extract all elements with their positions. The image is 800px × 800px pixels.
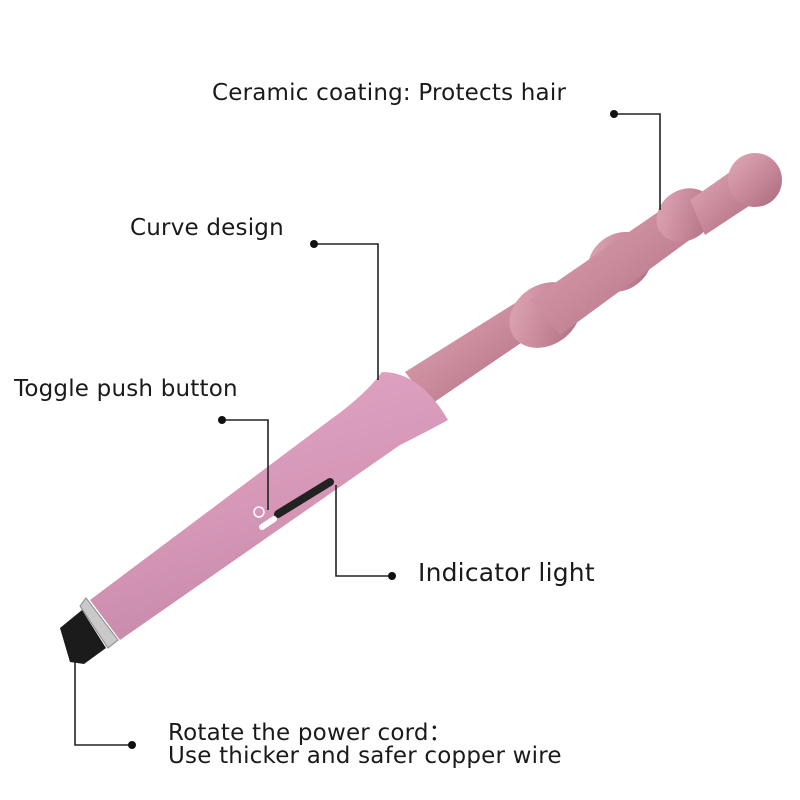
power-cord-swivel	[60, 610, 106, 664]
label-curve-design: Curve design	[130, 215, 284, 241]
leader-lines	[74, 110, 661, 749]
ceramic-barrel	[405, 153, 782, 405]
label-power-cord-line2: Use thicker and safer copper wire	[168, 743, 562, 769]
control-panel	[253, 478, 334, 530]
toggle-push-button[interactable]	[259, 516, 277, 530]
label-indicator-light: Indicator light	[418, 558, 595, 587]
handle: Qupie	[60, 372, 448, 664]
power-icon	[253, 506, 265, 518]
label-toggle-push-button: Toggle push button	[14, 376, 238, 402]
indicator-light	[274, 478, 334, 518]
silver-ring	[79, 597, 119, 649]
label-ceramic-coating: Ceramic coating: Protects hair	[212, 80, 567, 106]
label-power-cord-line1: Rotate the power cord：	[168, 720, 452, 746]
